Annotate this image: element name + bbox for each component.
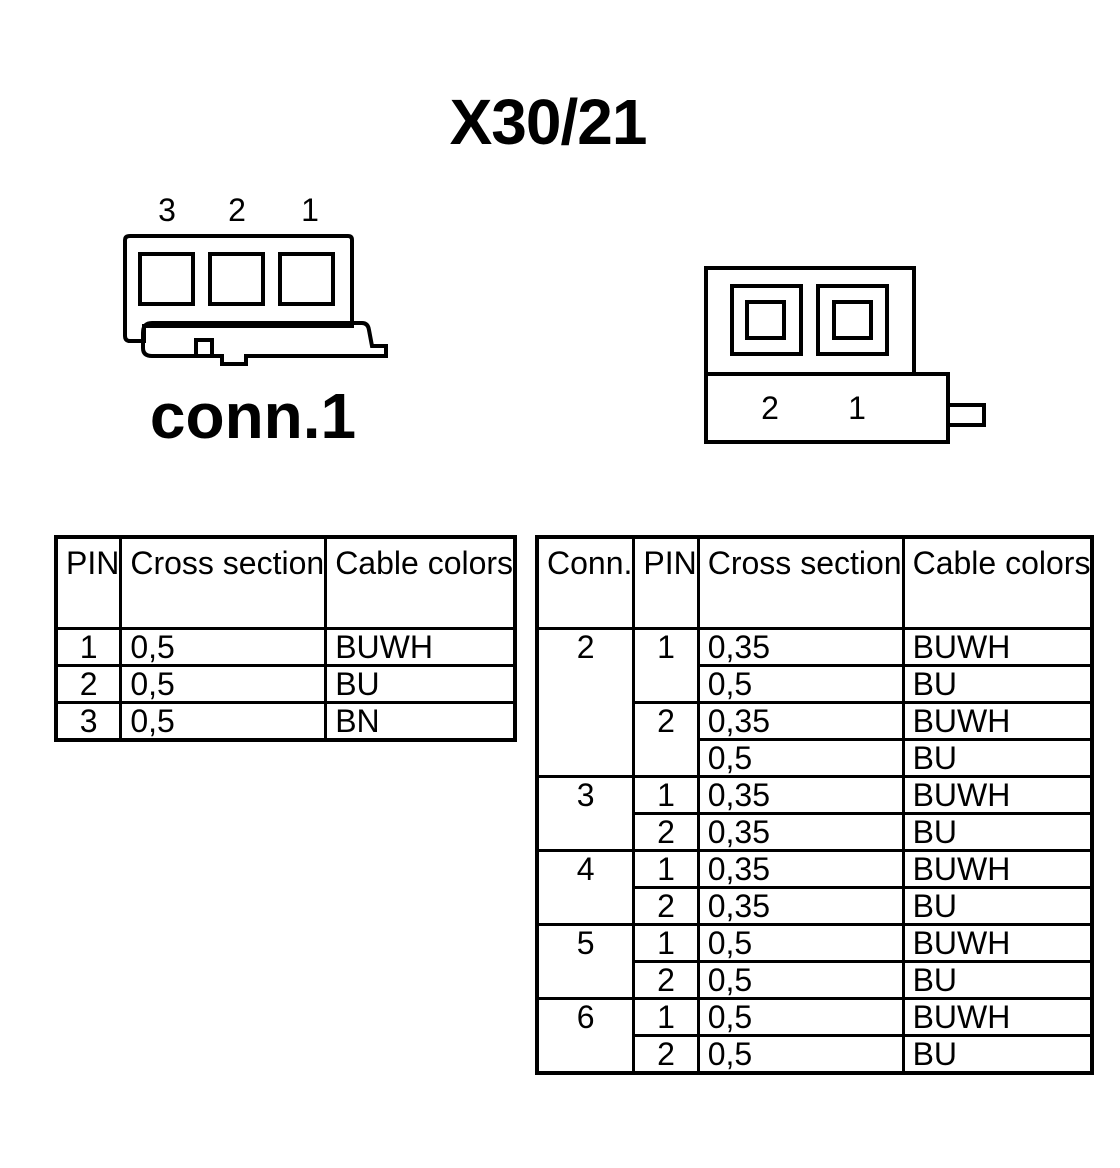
connector-left-3pin xyxy=(123,234,388,366)
pin-cell: 1 xyxy=(632,923,700,963)
header-cable-colors: Cable colors xyxy=(901,535,1094,630)
pin-cell: 1 xyxy=(632,627,700,704)
cable-color-cell: BUWH xyxy=(901,627,1094,667)
connector-left-pin-3: 3 xyxy=(158,192,176,228)
cross-section-cell: 0,35 xyxy=(696,701,905,741)
table-header-row: Conn. PIN Cross section Cable colors xyxy=(535,535,1094,630)
cable-color-cell: BUWH xyxy=(901,775,1094,815)
table-row: 2 0,35 BUWH xyxy=(537,701,1094,778)
cable-color-cell: BUWH xyxy=(901,701,1094,741)
connector-drawings: 3 2 1 conn.1 2 1 xyxy=(123,192,986,452)
connector-right-pin-2: 2 xyxy=(761,390,779,426)
conn-cell: 4 xyxy=(535,849,636,926)
diagram-title: X30/21 xyxy=(449,86,648,158)
pin-cell: 1 xyxy=(632,997,700,1037)
header-conn: Conn. xyxy=(535,535,636,630)
header-pin: PIN xyxy=(54,535,123,630)
table-row: 0,5 BU xyxy=(537,738,1094,778)
cable-color-cell: BU xyxy=(901,812,1094,852)
cable-color-cell: BUWH xyxy=(901,849,1094,889)
connector-right-pin-1: 1 xyxy=(848,390,866,426)
table-row: 5 1 0,5 BUWH xyxy=(535,923,1094,1000)
table-row: 2 0,35 BU xyxy=(537,886,1094,926)
table-row: 3 0,5 BN xyxy=(54,701,517,742)
table-row: 6 1 0,5 BUWH xyxy=(535,997,1094,1075)
cable-color-cell: BU xyxy=(901,886,1094,926)
conn-cell: 6 xyxy=(535,997,636,1075)
cross-section-cell: 0,35 xyxy=(696,849,905,889)
cable-color-cell: BUWH xyxy=(901,923,1094,963)
cross-section-cell: 0,5 xyxy=(119,627,328,667)
cable-color-cell: BU xyxy=(324,664,517,704)
conn-cell: 2 xyxy=(535,627,636,778)
pin-cell: 1 xyxy=(632,775,700,815)
connector-left-pin-2: 2 xyxy=(228,192,246,228)
table-row: 1 0,5 BUWH xyxy=(54,627,517,667)
pin-cell: 2 xyxy=(632,1034,700,1075)
cross-section-cell: 0,5 xyxy=(696,923,905,963)
connector-left-pin-1: 1 xyxy=(301,192,319,228)
cross-section-cell: 0,35 xyxy=(696,627,905,667)
pin-cell: 1 xyxy=(632,849,700,889)
table-row: 2 0,5 BU xyxy=(537,1034,1094,1075)
cross-section-cell: 0,35 xyxy=(696,886,905,926)
pin-cell: 2 xyxy=(632,960,700,1000)
pin-cell: 2 xyxy=(54,664,123,704)
pin-cell: 2 xyxy=(632,886,700,926)
cross-section-cell: 0,5 xyxy=(696,960,905,1000)
cross-section-cell: 0,5 xyxy=(696,997,905,1037)
cross-section-cell: 0,35 xyxy=(696,812,905,852)
conn-cell: 5 xyxy=(535,923,636,1000)
cross-section-cell: 0,35 xyxy=(696,775,905,815)
table-row: 3 1 0,35 BUWH xyxy=(535,775,1094,852)
pin-cell: 1 xyxy=(54,627,123,667)
header-cable-colors: Cable colors xyxy=(324,535,517,630)
cross-section-cell: 0,5 xyxy=(119,701,328,742)
connector-right-2pin xyxy=(704,266,986,444)
cable-color-cell: BU xyxy=(901,738,1094,778)
table-row: 2 0,5 BU xyxy=(537,960,1094,1000)
header-pin: PIN xyxy=(632,535,700,630)
header-cross-section: Cross section xyxy=(119,535,328,630)
table-row: 0,5 BU xyxy=(537,664,1094,704)
cable-color-cell: BU xyxy=(901,960,1094,1000)
cable-color-cell: BU xyxy=(901,1034,1094,1075)
header-cross-section: Cross section xyxy=(696,535,905,630)
cable-color-cell: BN xyxy=(324,701,517,742)
cable-color-cell: BUWH xyxy=(324,627,517,667)
cross-section-cell: 0,5 xyxy=(696,738,905,778)
connector-left-label: conn.1 xyxy=(150,380,356,452)
cable-color-cell: BU xyxy=(901,664,1094,704)
cross-section-cell: 0,5 xyxy=(696,664,905,704)
pin-table-conn1: PIN Cross section Cable colors 1 0,5 BUW… xyxy=(54,535,518,742)
pin-cell: 2 xyxy=(632,701,700,778)
table-row: 2 1 0,35 BUWH xyxy=(535,627,1094,778)
cross-section-cell: 0,5 xyxy=(119,664,328,704)
table-row: 4 1 0,35 BUWH xyxy=(535,849,1094,926)
table-row: 2 0,35 BU xyxy=(537,812,1094,852)
conn-cell: 3 xyxy=(535,775,636,852)
table-row: 2 0,5 BU xyxy=(54,664,517,704)
table-header-row: PIN Cross section Cable colors xyxy=(54,535,517,630)
cable-color-cell: BUWH xyxy=(901,997,1094,1037)
cross-section-cell: 0,5 xyxy=(696,1034,905,1075)
pin-cell: 3 xyxy=(54,701,123,742)
pin-cell: 2 xyxy=(632,812,700,852)
pin-table-conn2-6: Conn. PIN Cross section Cable colors 2 1… xyxy=(535,535,1095,1075)
